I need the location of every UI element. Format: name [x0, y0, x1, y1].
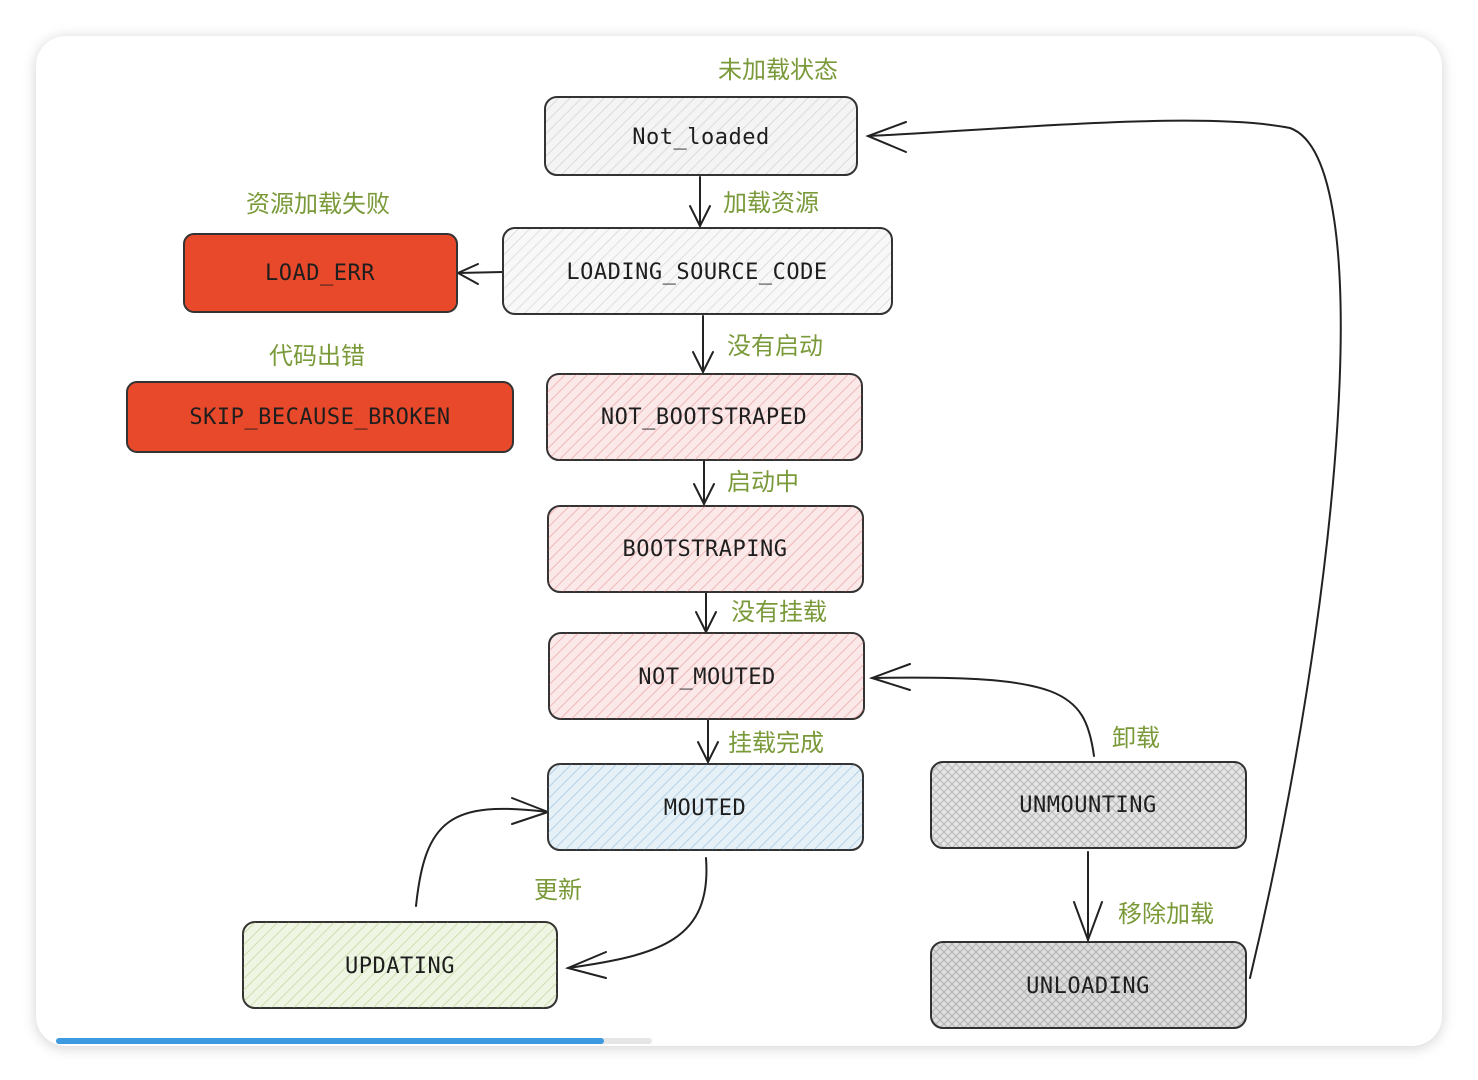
node-loading-source-code: LOADING_SOURCE_CODE — [502, 227, 893, 315]
edge-unmounting-notmouted — [871, 676, 1095, 757]
label-starting: 启动中 — [727, 468, 799, 496]
node-unloading: UNLOADING — [930, 941, 1247, 1029]
label-not-loaded-state: 未加载状态 — [718, 56, 838, 84]
node-not-bootstraped: NOT_BOOTSTRAPED — [546, 373, 863, 461]
node-not-loaded: Not_loaded — [544, 96, 858, 176]
node-mouted: MOUTED — [547, 763, 864, 851]
node-bootstraping: BOOTSTRAPING — [547, 505, 864, 593]
node-unloading-label: UNLOADING — [1026, 974, 1150, 999]
node-not-mouted-label: NOT_MOUTED — [638, 665, 775, 690]
label-unmount: 卸载 — [1112, 724, 1160, 752]
node-mouted-label: MOUTED — [664, 796, 746, 821]
node-loading-source-code-label: LOADING_SOURCE_CODE — [566, 260, 827, 285]
node-unmounting: UNMOUNTING — [930, 761, 1247, 849]
node-bootstraping-label: BOOTSTRAPING — [623, 537, 788, 562]
node-not-bootstraped-label: NOT_BOOTSTRAPED — [601, 405, 807, 430]
edge-loading-loaderr — [457, 271, 504, 274]
node-load-err-label: LOAD_ERR — [265, 261, 375, 286]
edge-mouted-updating — [567, 857, 708, 969]
node-updating-label: UPDATING — [345, 954, 455, 979]
label-update: 更新 — [534, 876, 582, 904]
node-skip-because-broken: SKIP_BECAUSE_BROKEN — [126, 381, 514, 453]
video-progress-fill — [56, 1038, 605, 1044]
node-load-err: LOAD_ERR — [183, 233, 458, 313]
edge-unloading-notloaded — [867, 119, 1342, 979]
label-not-mounted: 没有挂载 — [731, 598, 827, 626]
node-skip-because-broken-label: SKIP_BECAUSE_BROKEN — [189, 405, 450, 430]
label-remove-load: 移除加载 — [1118, 900, 1214, 928]
label-load-resource: 加载资源 — [723, 189, 819, 217]
node-not-loaded-label: Not_loaded — [632, 125, 769, 150]
label-mount-complete: 挂载完成 — [728, 729, 824, 757]
node-unmounting-label: UNMOUNTING — [1019, 793, 1156, 818]
edge-updating-mouted — [415, 807, 549, 907]
node-updating: UPDATING — [242, 921, 558, 1009]
node-not-mouted: NOT_MOUTED — [548, 632, 865, 720]
label-not-started: 没有启动 — [727, 332, 823, 360]
label-code-error: 代码出错 — [269, 342, 365, 370]
label-resource-load-failed: 资源加载失败 — [246, 190, 390, 218]
video-progress-bar[interactable] — [56, 1038, 652, 1044]
